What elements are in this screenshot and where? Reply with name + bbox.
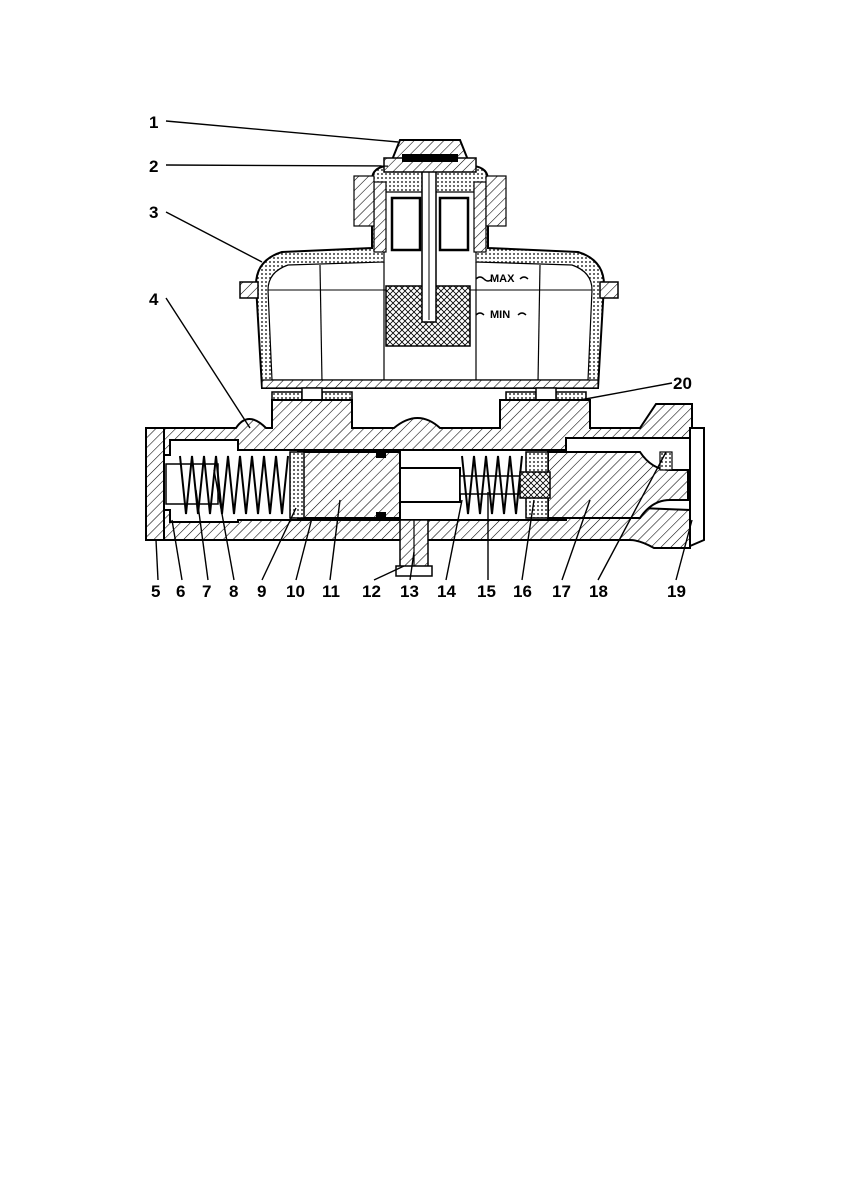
callout-20: 20 <box>673 374 692 393</box>
callout-4: 4 <box>149 290 159 309</box>
cylinder-body <box>146 400 704 576</box>
callout-16: 16 <box>513 582 532 601</box>
callout-1: 1 <box>149 113 158 132</box>
reservoir: MAX MIN <box>240 162 618 388</box>
callout-17: 17 <box>552 582 571 601</box>
callout-3: 3 <box>149 203 158 222</box>
callout-12: 12 <box>362 582 381 601</box>
callout-15: 15 <box>477 582 496 601</box>
end-plug <box>146 428 164 540</box>
callout-6: 6 <box>176 582 185 601</box>
callout-2: 2 <box>149 157 158 176</box>
callout-14: 14 <box>437 582 456 601</box>
callout-7: 7 <box>202 582 211 601</box>
level-min-label: MIN <box>490 309 510 321</box>
callout-19: 19 <box>667 582 686 601</box>
callout-13: 13 <box>400 582 419 601</box>
callout-10: 10 <box>286 582 305 601</box>
callout-8: 8 <box>229 582 238 601</box>
callout-18: 18 <box>589 582 608 601</box>
reservoir-lug-right <box>600 282 618 298</box>
callout-11: 11 <box>322 582 340 601</box>
filler-cap <box>384 140 476 172</box>
callout-5: 5 <box>151 582 160 601</box>
reservoir-lug-left <box>240 282 258 298</box>
callout-9: 9 <box>257 582 266 601</box>
level-max-label: MAX <box>490 273 515 285</box>
secondary-piston <box>298 452 400 518</box>
